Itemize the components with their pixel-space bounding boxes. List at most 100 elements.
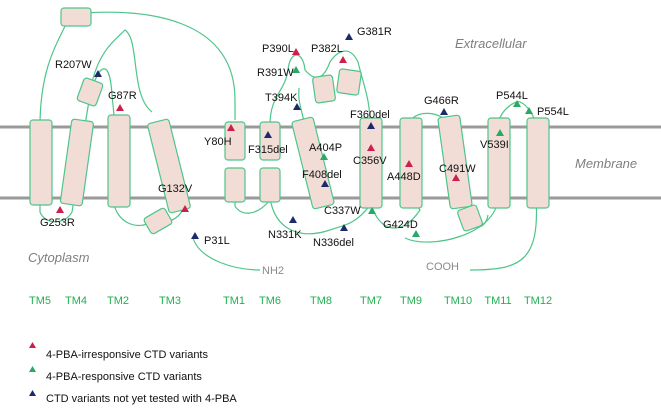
tm4-helix	[59, 118, 94, 207]
variant-marker-f315del	[264, 131, 272, 138]
variant-label-f408del: F408del	[302, 169, 342, 181]
legend-untested-text: CTD variants not yet tested with 4-PBA	[46, 393, 237, 405]
n-terminus-label: NH2	[262, 265, 284, 277]
tm-label-tm9: TM9	[400, 295, 422, 307]
loop-helix-left	[312, 74, 336, 104]
variant-label-g381r: G381R	[357, 26, 392, 38]
tm-label-row: TM5 TM4 TM2 TM3 TM1 TM6 TM8 TM7 TM9 TM10 TM11 TM12	[29, 295, 552, 307]
variant-label-g424d: G424D	[383, 219, 418, 231]
tm12-helix	[526, 117, 550, 209]
variant-label-v539i: V539I	[480, 139, 509, 151]
legend-responsive-text: 4-PBA-responsive CTD variants	[46, 371, 202, 383]
variant-label-g253r: G253R	[40, 217, 75, 229]
variant-label-p390l: P390L	[262, 43, 294, 55]
tm-label-tm8: TM8	[310, 295, 332, 307]
variant-marker-p31l	[191, 232, 199, 239]
tm2-helix	[107, 114, 131, 208]
variant-marker-y80h	[227, 124, 235, 131]
legend-irresponsive-text: 4-PBA-irresponsive CTD variants	[46, 349, 208, 361]
tm6-upper-helix	[259, 121, 281, 161]
membrane-label: Membrane	[575, 156, 637, 171]
variant-label-r207w: R207W	[55, 59, 92, 71]
tm1-upper-helix	[224, 121, 246, 161]
variant-label-g132v: G132V	[158, 183, 193, 195]
tm10-helix	[437, 114, 473, 210]
legend-untested-triangle	[29, 390, 36, 396]
tm5-helix	[29, 119, 53, 206]
helices	[29, 7, 550, 235]
variant-label-p554l: P554L	[537, 106, 569, 118]
variant-marker-g424d	[412, 230, 420, 237]
tm6-lower-helix	[259, 167, 281, 203]
legend-responsive-triangle	[29, 366, 36, 372]
variant-label-c337w: C337W	[324, 205, 361, 217]
variant-markers: R207W G87R G253R G132V P31L Y80H F315del P390L R…	[40, 26, 569, 249]
tm3-helix	[147, 118, 191, 214]
variant-label-g87r: G87R	[108, 90, 137, 102]
variant-label-c491w: C491W	[439, 163, 476, 175]
variant-marker-g253r	[56, 206, 64, 213]
variant-marker-a448d	[405, 160, 413, 167]
tm-label-tm11: TM11	[484, 295, 511, 307]
variant-marker-g87r	[116, 104, 124, 111]
tm-label-tm1: TM1	[223, 295, 245, 307]
top-left-helix	[60, 7, 92, 27]
variant-marker-g132v	[181, 205, 189, 212]
tm10-cyto-helix	[457, 204, 483, 232]
loop-helix-right	[336, 68, 362, 96]
tm-label-tm4: TM4	[65, 295, 87, 307]
g132v-helix	[143, 207, 173, 235]
c-terminus-label: COOH	[426, 261, 459, 273]
variant-label-c356v: C356V	[353, 155, 387, 167]
variant-label-y80h: Y80H	[204, 136, 232, 148]
tm11-helix	[487, 117, 511, 209]
tm-label-tm3: TM3	[159, 295, 181, 307]
variant-marker-f360del	[367, 122, 375, 129]
variant-marker-g381r	[345, 33, 353, 40]
variant-marker-c491w	[452, 174, 460, 181]
variant-marker-v539i	[496, 129, 504, 136]
variant-marker-c356v	[367, 144, 375, 151]
variant-label-a448d: A448D	[387, 171, 421, 183]
extracellular-label: Extracellular	[455, 36, 527, 51]
cytoplasm-label: Cytoplasm	[28, 250, 90, 265]
variant-label-p544l: P544L	[496, 90, 528, 102]
tm8-helix	[291, 116, 335, 210]
variant-label-g466r: G466R	[424, 95, 459, 107]
legend-irresponsive-triangle	[29, 342, 36, 348]
tm1-lower-helix	[224, 167, 246, 203]
tm7-helix	[359, 117, 383, 209]
variant-marker-p390l	[292, 48, 300, 55]
r207w-helix	[76, 77, 104, 107]
variant-label-t394k: T394K	[265, 92, 298, 104]
variant-label-p31l: P31L	[204, 235, 230, 247]
variant-marker-a404p	[320, 153, 328, 160]
variant-label-p382l: P382L	[311, 43, 343, 55]
variant-marker-f408del	[321, 180, 329, 187]
variant-marker-p544l	[513, 100, 521, 107]
variant-label-n331k: N331K	[268, 229, 302, 241]
variant-label-a404p: A404P	[309, 142, 342, 154]
tm-label-tm5: TM5	[29, 295, 51, 307]
variant-marker-r391w	[292, 66, 300, 73]
variant-marker-r207w	[94, 70, 102, 77]
variant-marker-n331k	[289, 216, 297, 223]
tm-label-tm12: TM12	[524, 295, 552, 307]
tm-label-tm7: TM7	[360, 295, 382, 307]
tm-label-tm2: TM2	[107, 295, 129, 307]
variant-marker-g466r	[440, 108, 448, 115]
variant-label-f315del: F315del	[248, 144, 288, 156]
legend: 4-PBA-irresponsive CTD variants 4-PBA-re…	[29, 342, 237, 405]
variant-marker-n336del	[340, 224, 348, 231]
tm-label-tm10: TM10	[444, 295, 472, 307]
tm-label-tm6: TM6	[259, 295, 281, 307]
variant-label-r391w: R391W	[257, 67, 294, 79]
tm9-helix	[399, 117, 423, 209]
variant-marker-t394k	[293, 103, 301, 110]
variant-label-n336del: N336del	[313, 237, 354, 249]
variant-label-f360del: F360del	[350, 109, 390, 121]
variant-marker-p554l	[525, 107, 533, 114]
variant-marker-p382l	[339, 56, 347, 63]
variant-marker-c337w	[368, 207, 376, 214]
